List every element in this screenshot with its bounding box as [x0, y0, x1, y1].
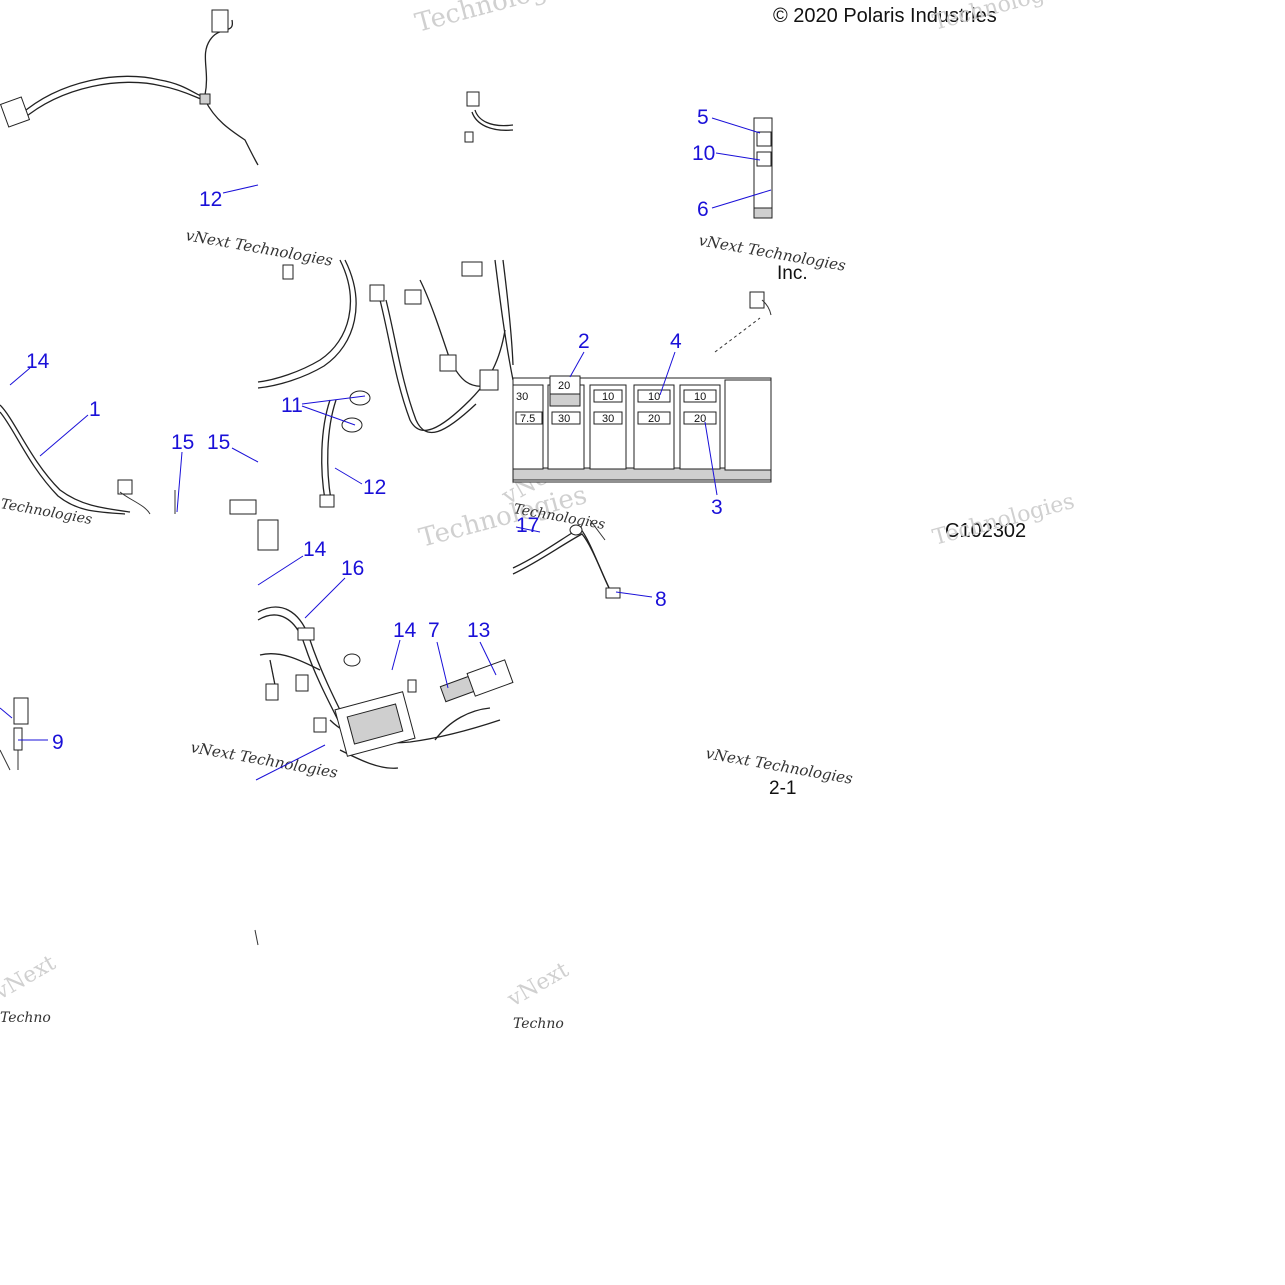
fuse-label: 7.5 [520, 413, 535, 425]
callout-labels: 12 5 10 6 14 1 15 15 11 12 2 4 3 17 14 1… [26, 106, 723, 754]
callout-5: 5 [697, 106, 709, 129]
fuse-label: 30 [558, 413, 570, 425]
callout-8: 8 [655, 588, 667, 611]
fuse-box: 20 10 10 10 7.5 30 30 20 20 30 [512, 375, 772, 483]
fuse-label: 20 [694, 413, 706, 425]
callout-2: 2 [578, 330, 590, 353]
callout-15: 15 [207, 431, 230, 454]
callout-12: 12 [199, 188, 222, 211]
fuse-label: 10 [694, 391, 706, 403]
callout-17: 17 [516, 514, 539, 537]
connector-bottom-left [0, 697, 259, 946]
fuse-label: 30 [516, 391, 528, 403]
copyright-text: © 2020 Polaris Industries [773, 5, 997, 27]
watermark-technologies: Technologies [930, 0, 1077, 36]
harness-section-top-left [0, 9, 259, 166]
callout-11: 11 [281, 394, 303, 417]
callout-3: 3 [711, 496, 723, 519]
fuse-label: 10 [602, 391, 614, 403]
connector-top-middle [464, 91, 514, 143]
drawing-code: C102302 [945, 520, 1026, 542]
watermark-vnext: vNext Technologies [184, 226, 334, 270]
fuse-label: 20 [648, 413, 660, 425]
callout-14: 14 [26, 350, 50, 373]
fuse-label: 20 [558, 380, 570, 392]
callout-4: 4 [670, 330, 682, 353]
callout-10: 10 [692, 142, 715, 165]
copyright-suffix: Inc. [777, 263, 808, 284]
harness-section-bottom-center [257, 519, 514, 769]
callout-15: 15 [171, 431, 194, 454]
harness-section-center [257, 259, 514, 508]
callout-14: 14 [393, 619, 417, 642]
watermark-techno: Techno [0, 1010, 51, 1026]
fuse-stack-top-right [753, 117, 773, 219]
fuse-label: 30 [602, 413, 614, 425]
watermark-vnext: vNext Technologies [697, 231, 847, 275]
callout-9: 9 [52, 731, 64, 754]
callout-16: 16 [341, 557, 364, 580]
leader-lines [0, 117, 772, 781]
callout-12: 12 [363, 476, 386, 499]
callout-6: 6 [697, 198, 709, 221]
fuse-label: 10 [648, 391, 660, 403]
watermark-technologies: Technologies [412, 0, 586, 39]
page-reference: 2-1 [769, 778, 796, 799]
watermark-vnext: vNext [503, 957, 574, 1012]
watermark-vnext: vNext [0, 950, 60, 1005]
harness-section-middle-left [0, 404, 257, 515]
connector-middle-right [714, 291, 772, 353]
callout-13: 13 [467, 619, 490, 642]
harness-section-8 [512, 519, 621, 599]
callout-14: 14 [303, 538, 327, 561]
watermark-techno: Techno [513, 1016, 564, 1032]
callout-1: 1 [89, 398, 101, 421]
callout-7: 7 [428, 619, 440, 642]
